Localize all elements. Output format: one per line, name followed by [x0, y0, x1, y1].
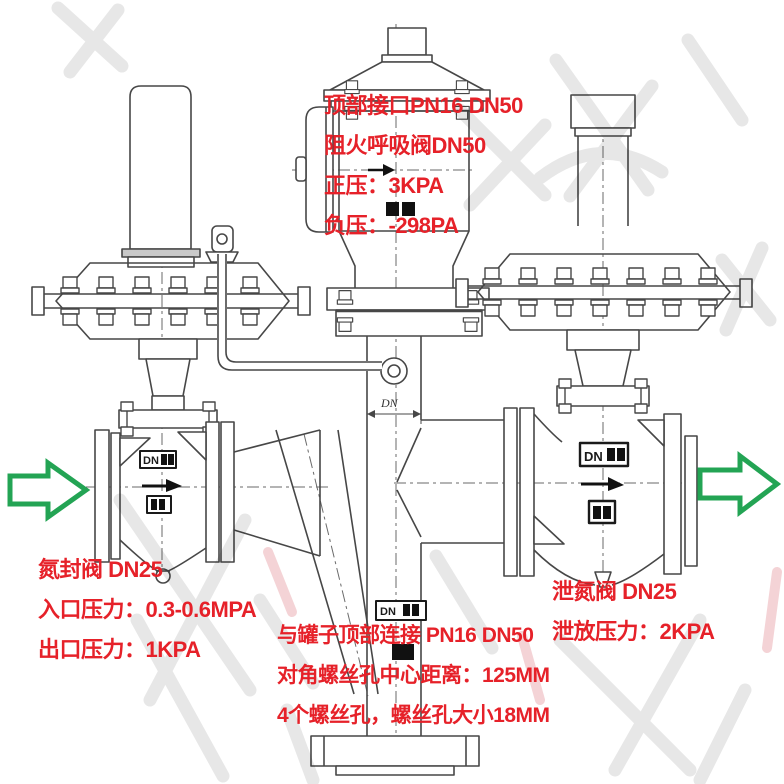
annotation-tank-connection-specs: 与罐子顶部连接 PN16 DN50 对角螺丝孔中心距离：125MM 4个螺丝孔，… [277, 616, 550, 736]
annotation-line: 出口压力：1KPA [38, 637, 201, 662]
annotation-breather-specs: 顶部接口PN16 DN50 阻火呼吸阀DN50 正压：3KPA 负压：-298P… [324, 86, 523, 246]
flow-arrow-icon [608, 477, 624, 491]
dn-plate-text: DN [380, 606, 396, 618]
redaction-box [402, 202, 415, 216]
dn-plate-text: DN [143, 455, 159, 467]
annotation-seal-valve-specs: 氮封阀 DN25 入口压力：0.3-0.6MPA 出口压力：1KPA [38, 550, 257, 670]
inlet-flow-arrow-icon [7, 458, 91, 522]
annotation-relief-valve-specs: 泄氮阀 DN25 泄放压力：2KPA [552, 572, 715, 652]
dimension-label: DN [380, 396, 399, 410]
annotation-line: 负压：-298PA [324, 213, 459, 238]
pilot-fitting [211, 225, 234, 253]
tank-flange [310, 735, 480, 776]
diaphragm-dome [55, 262, 290, 340]
redacted-plate [587, 499, 617, 525]
annotation-line: 阻火呼吸阀DN50 [324, 133, 486, 158]
dn-dimension: DN [366, 396, 422, 424]
flow-arrow-icon [383, 164, 395, 176]
annotation-line: 泄放压力：2KPA [552, 619, 715, 644]
actuator-cylinder [129, 85, 192, 250]
annotation-line: 正压：3KPA [324, 173, 444, 198]
riser-dn-plate: DN [375, 600, 427, 621]
annotation-line: 对角螺丝孔中心距离：125MM [277, 664, 550, 687]
annotation-line: 顶部接口PN16 DN50 [324, 93, 523, 118]
redacted-plate [146, 495, 172, 514]
dn-size-plate: DN [578, 441, 630, 468]
annotation-line: 入口压力：0.3-0.6MPA [38, 597, 257, 622]
breather-valve-drawing: DN DN [217, 27, 506, 776]
flow-arrow-icon [166, 479, 182, 492]
redaction-box [392, 644, 414, 660]
dn-size-plate: DN [139, 450, 177, 469]
outlet-flow-arrow-icon [697, 450, 782, 518]
dn-plate-text: DN [584, 449, 603, 464]
diaphragm-dome [477, 253, 731, 331]
annotation-line: 氮封阀 DN25 [38, 557, 163, 582]
annotation-line: 泄氮阀 DN25 [552, 579, 677, 604]
annotation-line: 与罐子顶部连接 PN16 DN50 [277, 624, 534, 647]
annotation-line: 4个螺丝孔，螺丝孔大小18MM [277, 704, 550, 727]
redaction-box [386, 202, 399, 216]
